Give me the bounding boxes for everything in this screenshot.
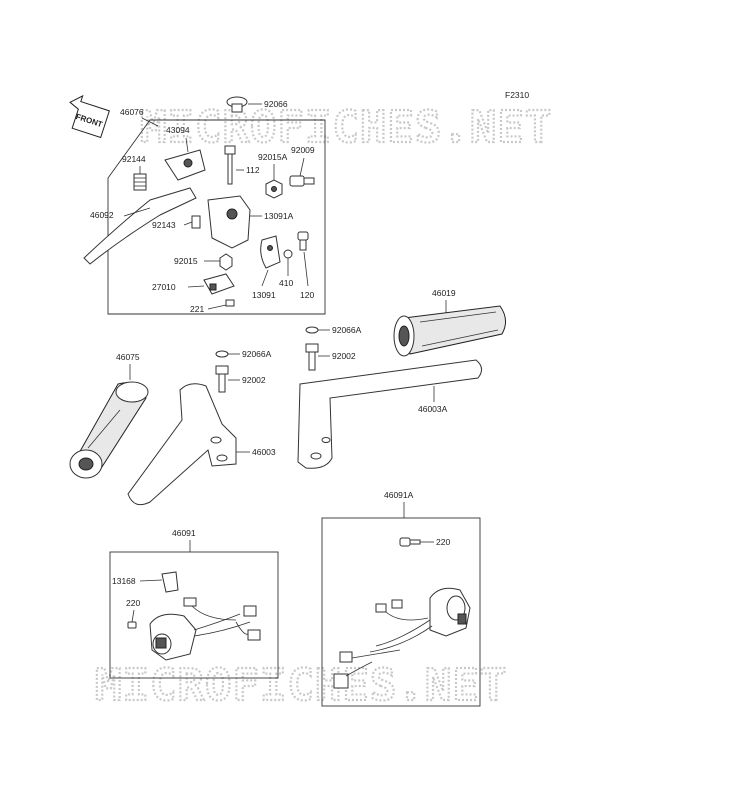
switch-box-left — [109, 551, 279, 679]
lever-assembly-box — [107, 119, 326, 315]
watermark-top: MICROFICHES.NET — [140, 102, 552, 153]
callout-120: 120 — [300, 290, 314, 300]
callout-220-right: 220 — [436, 537, 450, 547]
grip-46075 — [69, 381, 149, 479]
switch-27010 — [187, 273, 235, 295]
screw-220-left — [127, 609, 137, 629]
callout-92066: 92066 — [264, 99, 288, 109]
spring-92144 — [133, 166, 147, 191]
bracket-13168 — [139, 571, 179, 593]
callout-46091A: 46091A — [384, 490, 414, 500]
callout-410: 410 — [279, 278, 293, 288]
screw-120 — [297, 231, 309, 287]
callout-92066A-right: 92066A — [332, 325, 362, 335]
callout-92002-left: 92002 — [242, 375, 266, 385]
callout-92143: 92143 — [152, 220, 176, 230]
figure-code: F2310 — [505, 90, 529, 100]
callout-27010: 27010 — [152, 282, 176, 292]
lever-46092 — [83, 187, 197, 265]
bracket-43094 — [164, 137, 206, 181]
bolt-112 — [224, 145, 244, 185]
screw-220-right — [399, 537, 434, 547]
screw-92009 — [289, 157, 315, 187]
front-arrow-icon: FRONT — [69, 94, 110, 139]
washer-92066A-left — [215, 350, 240, 358]
watermark-bottom: MICROFICHES.NET — [95, 660, 507, 711]
callout-92066A-left: 92066A — [242, 349, 272, 359]
callout-13168: 13168 — [112, 576, 136, 586]
washer-410 — [283, 249, 293, 276]
callout-92144: 92144 — [122, 154, 146, 164]
bolt-92002-right — [305, 343, 330, 371]
callout-92015A: 92015A — [258, 152, 288, 162]
washer-92066A-right — [305, 326, 330, 334]
holder-13091A — [207, 195, 262, 249]
callout-43094: 43094 — [166, 125, 190, 135]
clamp-13091 — [260, 235, 281, 287]
callout-46075: 46075 — [116, 352, 140, 362]
handlebar-46003A — [297, 359, 482, 469]
bolt-92002-left — [215, 365, 240, 393]
callout-46003: 46003 — [252, 447, 276, 457]
callout-92009: 92009 — [291, 145, 315, 155]
switch-housing-46091A — [333, 587, 471, 689]
cap-92066 — [226, 96, 262, 113]
callout-46092: 46092 — [90, 210, 114, 220]
callout-46019: 46019 — [432, 288, 456, 298]
nut-92015 — [204, 253, 233, 271]
callout-92002-right: 92002 — [332, 351, 356, 361]
switch-housing-46091 — [149, 597, 261, 661]
callout-92015: 92015 — [174, 256, 198, 266]
handlebar-46003 — [127, 383, 250, 506]
callout-46091: 46091 — [172, 528, 196, 538]
callout-221: 221 — [190, 304, 204, 314]
nut-92015A — [265, 164, 283, 199]
callout-112: 112 — [246, 165, 260, 175]
callout-13091A: 13091A — [264, 211, 294, 221]
callout-13091: 13091 — [252, 290, 276, 300]
callout-46003A: 46003A — [418, 404, 448, 414]
callout-46076: 46076 — [120, 107, 144, 117]
callout-220-left: 220 — [126, 598, 140, 608]
switch-box-right — [321, 517, 481, 707]
grip-46019 — [393, 305, 506, 357]
collar-92143 — [183, 215, 201, 229]
screw-221 — [207, 299, 235, 310]
